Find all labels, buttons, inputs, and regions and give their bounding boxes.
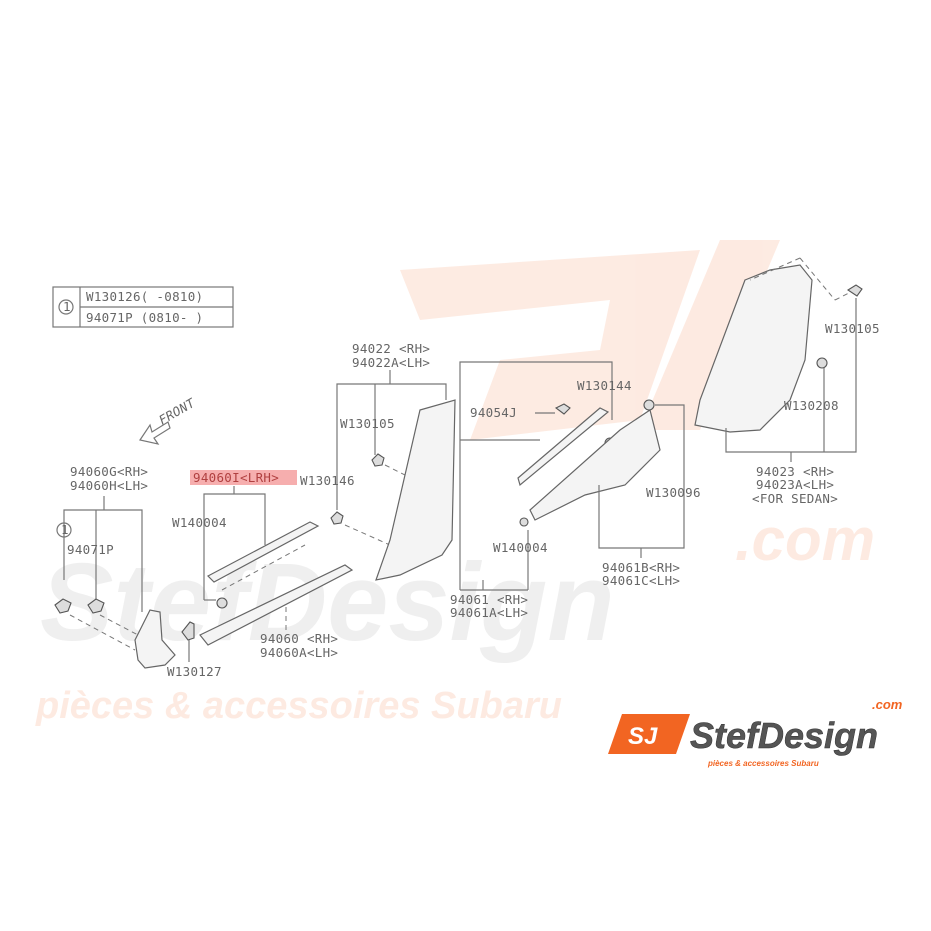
clip-icon (846, 284, 863, 297)
part-label[interactable]: 94060A<LH> (260, 645, 338, 660)
ref-mark-circle (58, 299, 74, 315)
kick-panel-part (134, 609, 176, 669)
part-label[interactable]: W130146 (300, 473, 355, 488)
part-label[interactable]: W130144 (577, 378, 632, 393)
clip-icon (330, 511, 344, 525)
part-labels: 94022 <RH> 94022A<LH> W130105 94060I<LRH… (67, 321, 880, 679)
part-label[interactable]: W130105 (825, 321, 880, 336)
rear-sill-group (459, 361, 685, 591)
part-label[interactable]: W140004 (172, 515, 227, 530)
part-label[interactable]: W130127 (167, 664, 222, 679)
watermark-domain: .com (735, 506, 875, 573)
part-label[interactable]: 94022A<LH> (352, 355, 430, 370)
logo-mark (608, 714, 690, 754)
logo-tagline: pièces & accessoires Subaru (707, 759, 819, 768)
sill-plate-group (199, 486, 354, 646)
clip-icon (816, 357, 828, 369)
part-label[interactable]: 94023A<LH> (756, 477, 834, 492)
clip-icon (371, 453, 385, 467)
kick-panel-group: 1 (54, 496, 195, 669)
part-label[interactable]: 94071P (67, 542, 114, 557)
part-label[interactable]: W140004 (493, 540, 548, 555)
logo-brand: StefDesign (690, 715, 878, 756)
rear-quarter-lower-trim (529, 409, 661, 521)
part-label[interactable]: 94060H<LH> (70, 478, 148, 493)
watermark-logo-mark (400, 250, 700, 440)
clip-icon (554, 403, 571, 415)
part-label[interactable]: 94061B<RH> (602, 560, 680, 575)
sill-trim-part (199, 564, 354, 646)
legend-row-2: 94071P (0810- ) (86, 310, 203, 325)
part-label[interactable]: W130208 (784, 398, 839, 413)
clip-icon (643, 399, 655, 411)
part-highlight (190, 470, 297, 485)
part-label[interactable]: 94061A<LH> (450, 605, 528, 620)
b-pillar-group (330, 370, 456, 581)
part-label[interactable]: 94060 <RH> (260, 631, 338, 646)
logo-mark-text: SJ (628, 723, 658, 750)
part-label[interactable]: 94022 <RH> (352, 341, 430, 356)
part-label[interactable]: 94061 <RH> (450, 592, 528, 607)
logo-domain: .com (872, 697, 903, 712)
clip-icon (54, 598, 72, 614)
part-label[interactable]: <FOR SEDAN> (752, 491, 838, 506)
front-arrow-icon: FRONT (139, 394, 198, 445)
part-label[interactable]: 94023 <RH> (756, 464, 834, 479)
part-label[interactable]: W130105 (340, 416, 395, 431)
clip-icon (519, 517, 529, 527)
screw-icon (181, 621, 195, 641)
ref-mark-2: 1 (61, 522, 69, 537)
legend-table: 1 W130126( -0810) 94071P (0810- ) (52, 286, 234, 328)
watermark-tagline: pièces & accessoires Subaru (35, 685, 562, 727)
b-pillar-trim-part (375, 399, 456, 581)
stefdesign-logo: SJ StefDesign .com pièces & accessoires … (608, 697, 903, 768)
c-pillar-trim-part (694, 264, 813, 433)
watermark: StefDesign .com pièces & accessoires Sub… (35, 240, 875, 727)
front-label: FRONT (156, 394, 198, 427)
part-label[interactable]: 94054J (470, 405, 517, 420)
part-label[interactable]: W130096 (646, 485, 701, 500)
legend-row-1: W130126( -0810) (86, 289, 203, 304)
part-label[interactable]: 94061C<LH> (602, 573, 680, 588)
part-label-highlighted[interactable]: 94060I<LRH> (193, 470, 279, 485)
part-label[interactable]: 94060G<RH> (70, 464, 148, 479)
sill-scuff-plate (207, 521, 320, 583)
clip-icon (87, 598, 105, 614)
c-pillar-group (694, 257, 863, 462)
clip-icon (216, 597, 228, 609)
ref-mark: 1 (63, 299, 71, 314)
rear-sill-plate (517, 407, 610, 487)
